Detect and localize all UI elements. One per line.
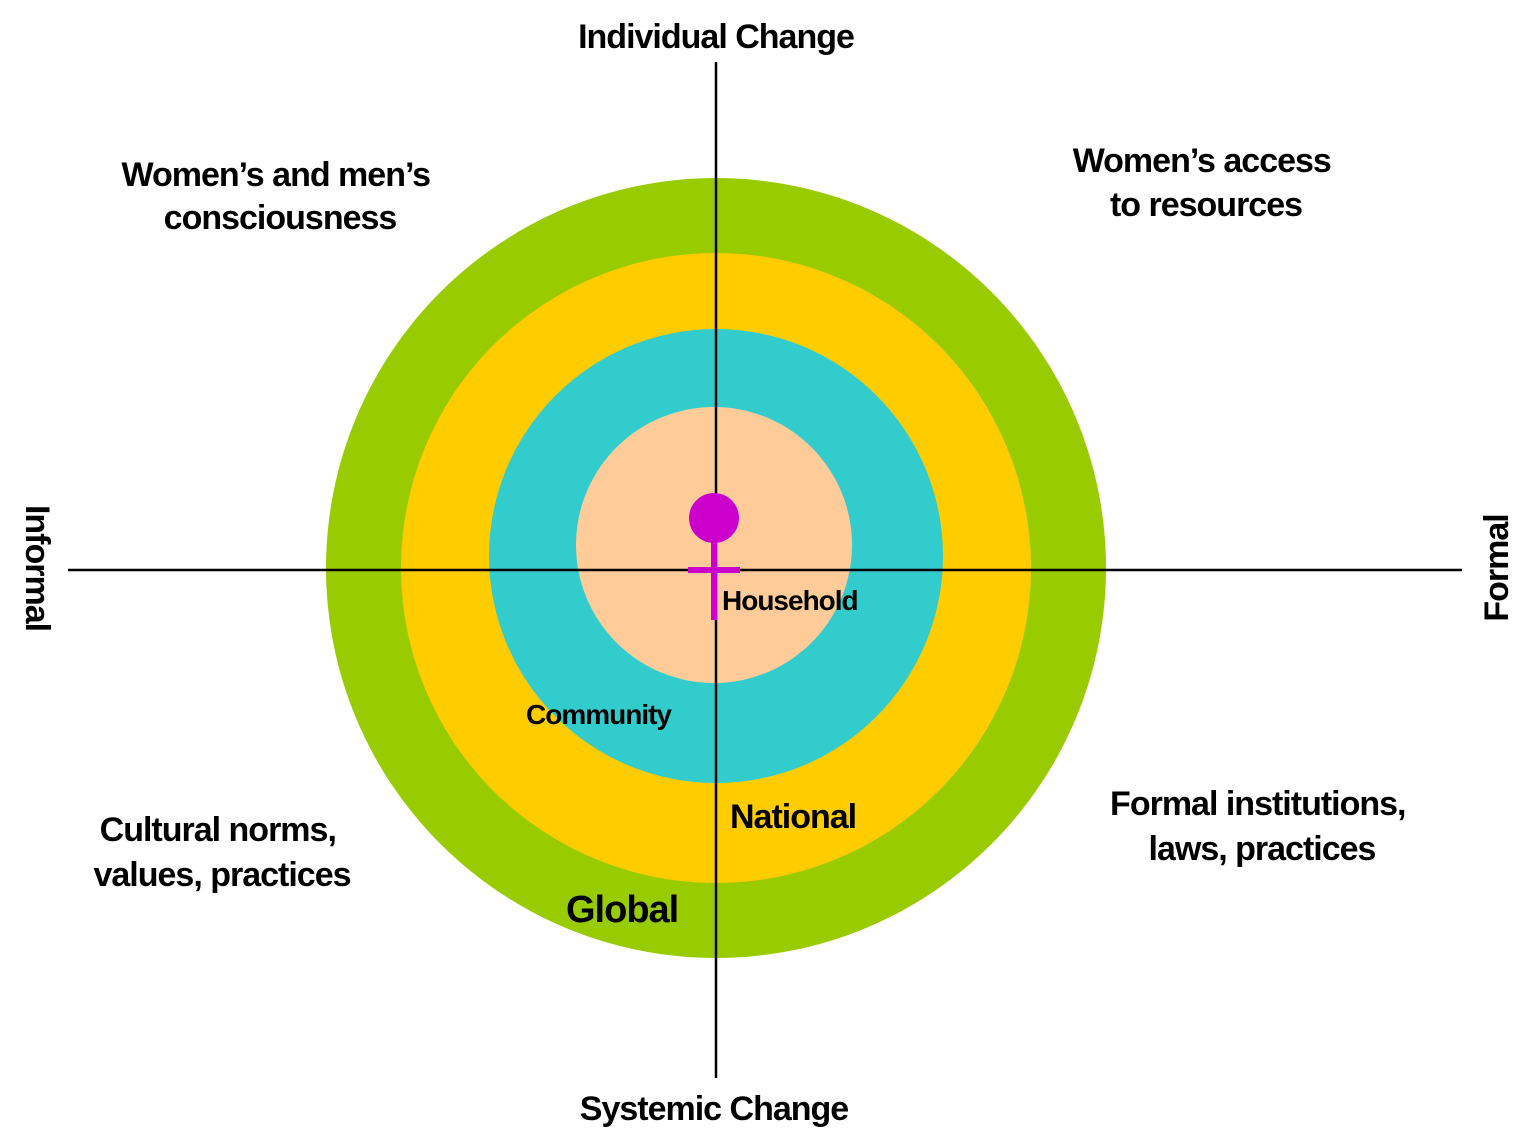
quadrant-top-left-label: Women’s and men’s consciousness bbox=[121, 156, 438, 237]
ring-label-national: National bbox=[730, 798, 856, 836]
quadrant-bottom-left-line-1: Cultural norms, bbox=[100, 811, 336, 849]
female-symbol-head bbox=[689, 493, 739, 543]
ring-label-community: Community bbox=[526, 699, 672, 730]
quadrant-top-right-line-1: Women’s access bbox=[1073, 142, 1331, 180]
quadrant-top-left-line-2: consciousness bbox=[164, 199, 397, 237]
quadrant-top-right-line-2: to resources bbox=[1110, 186, 1302, 224]
axis-label-left: Informal bbox=[18, 505, 56, 631]
ring-label-global: Global bbox=[566, 889, 678, 931]
quadrant-bottom-right-line-1: Formal institutions, bbox=[1110, 785, 1405, 823]
quadrant-top-left-line-1: Women’s and men’s bbox=[121, 156, 430, 194]
quadrant-bottom-right-line-2: laws, practices bbox=[1149, 830, 1376, 868]
axis-label-right: Formal bbox=[1478, 514, 1514, 621]
quadrant-bottom-right-label: Formal institutions, laws, practices bbox=[1110, 785, 1414, 868]
quadrant-bottom-left-line-2: values, practices bbox=[93, 856, 350, 894]
axis-label-top: Individual Change bbox=[578, 18, 854, 56]
quadrant-bottom-left-label: Cultural norms, values, practices bbox=[93, 811, 350, 894]
female-symbol-icon bbox=[688, 493, 740, 620]
axis-label-bottom: Systemic Change bbox=[580, 1090, 849, 1128]
quadrant-top-right-label: Women’s access to resources bbox=[1073, 142, 1340, 224]
ring-label-household: Household bbox=[722, 585, 858, 616]
